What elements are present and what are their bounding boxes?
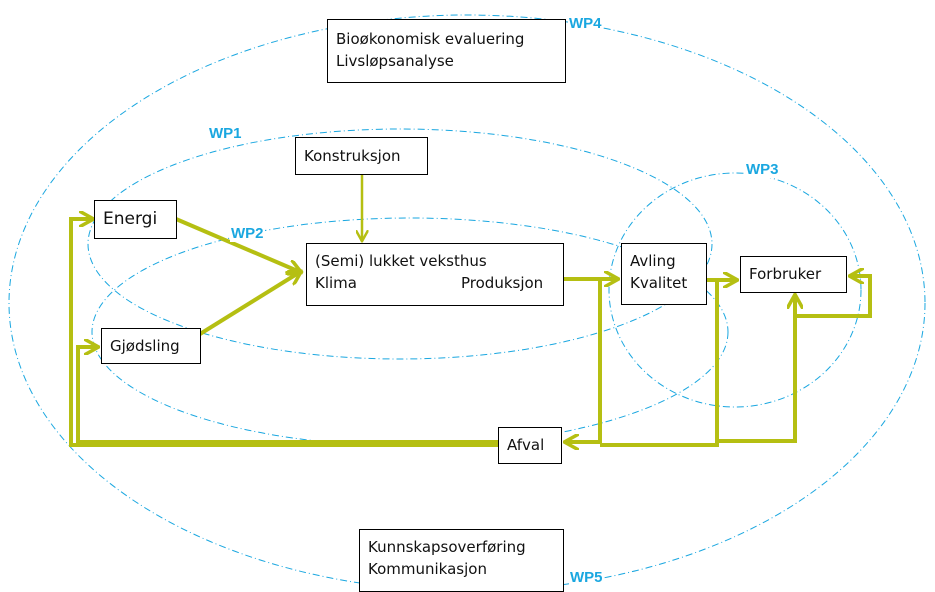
afval-label: Afval [507,436,545,454]
avling-line-2: Kvalitet [630,274,688,292]
forbruker-box: Forbruker [740,256,847,293]
wp3-ellipse [608,172,862,408]
kunnskap-line-1: Kunnskapsoverføring [368,538,526,556]
bio-line-1: Bioøkonomisk evaluering [336,30,525,48]
klima-label: Klima [315,274,357,292]
konstruksjon-box: Konstruksjon [295,137,428,175]
flow-forbruker-afval [717,296,795,443]
flow-afval-gjodsling [76,347,498,444]
forbruker-label: Forbruker [749,265,822,283]
flow-avling-afval [600,280,719,447]
flow-gjodsling-veksthus [198,272,300,336]
bio-line-2: Livsløpsanalyse [336,52,454,70]
produksjon-label: Produksjon [461,274,544,292]
avling-line-1: Avling [630,252,676,270]
wp5-label: WP5 [569,569,604,586]
energi-box: Energi [94,200,177,239]
gjodsling-box: Gjødsling [101,328,201,364]
flow-afval-energi [69,219,498,447]
wp3-label: WP3 [745,161,780,178]
kunnskap-line-2: Kommunikasjon [368,560,487,578]
wp4-wp5-ellipse [8,14,926,591]
konstruksjon-label: Konstruksjon [304,147,401,165]
veksthus-title: (Semi) lukket veksthus [315,252,487,270]
bioeconomic-evaluation-box: Bioøkonomisk evaluering Livsløpsanalyse [327,19,566,83]
wp2-ellipse [91,217,729,447]
wp4-label: WP4 [568,15,603,32]
wp2-label: WP2 [230,225,265,242]
wp1-label: WP1 [208,125,243,142]
knowledge-transfer-box: Kunnskapsoverføring Kommunikasjon [359,529,564,592]
veksthus-row: Klima Produksjon [315,272,555,294]
veksthus-box: (Semi) lukket veksthus Klima Produksjon [306,243,564,306]
afval-box: Afval [498,427,562,464]
energi-label: Energi [103,209,158,229]
wp1-ellipse [87,128,713,360]
flow-veksthus-afval [566,279,602,442]
flow-forbruker-feedback [795,276,872,318]
flow-energi-veksthus [175,217,300,272]
gjodsling-label: Gjødsling [110,337,180,355]
avling-box: Avling Kvalitet [621,243,707,305]
